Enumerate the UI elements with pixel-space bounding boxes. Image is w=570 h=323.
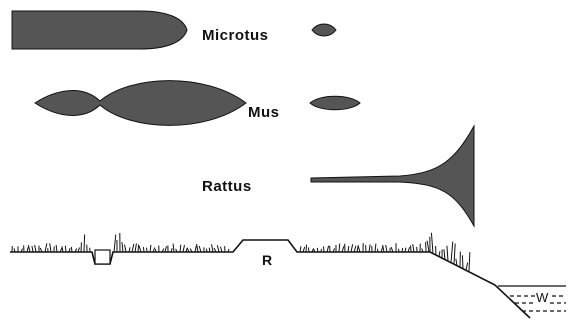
mus-distribution-shape <box>35 81 246 126</box>
microtus-lens-shape <box>312 24 336 36</box>
rattus-distribution-shape <box>311 126 474 226</box>
mus-lens-shape <box>310 96 360 110</box>
ground-post <box>95 250 110 264</box>
mus-label: Mus <box>248 104 280 121</box>
water-label: W <box>535 291 550 304</box>
microtus-distribution-shape <box>12 11 187 49</box>
microtus-label: Microtus <box>202 27 269 44</box>
rattus-label: Rattus <box>202 178 252 195</box>
road-label: R <box>262 252 273 268</box>
